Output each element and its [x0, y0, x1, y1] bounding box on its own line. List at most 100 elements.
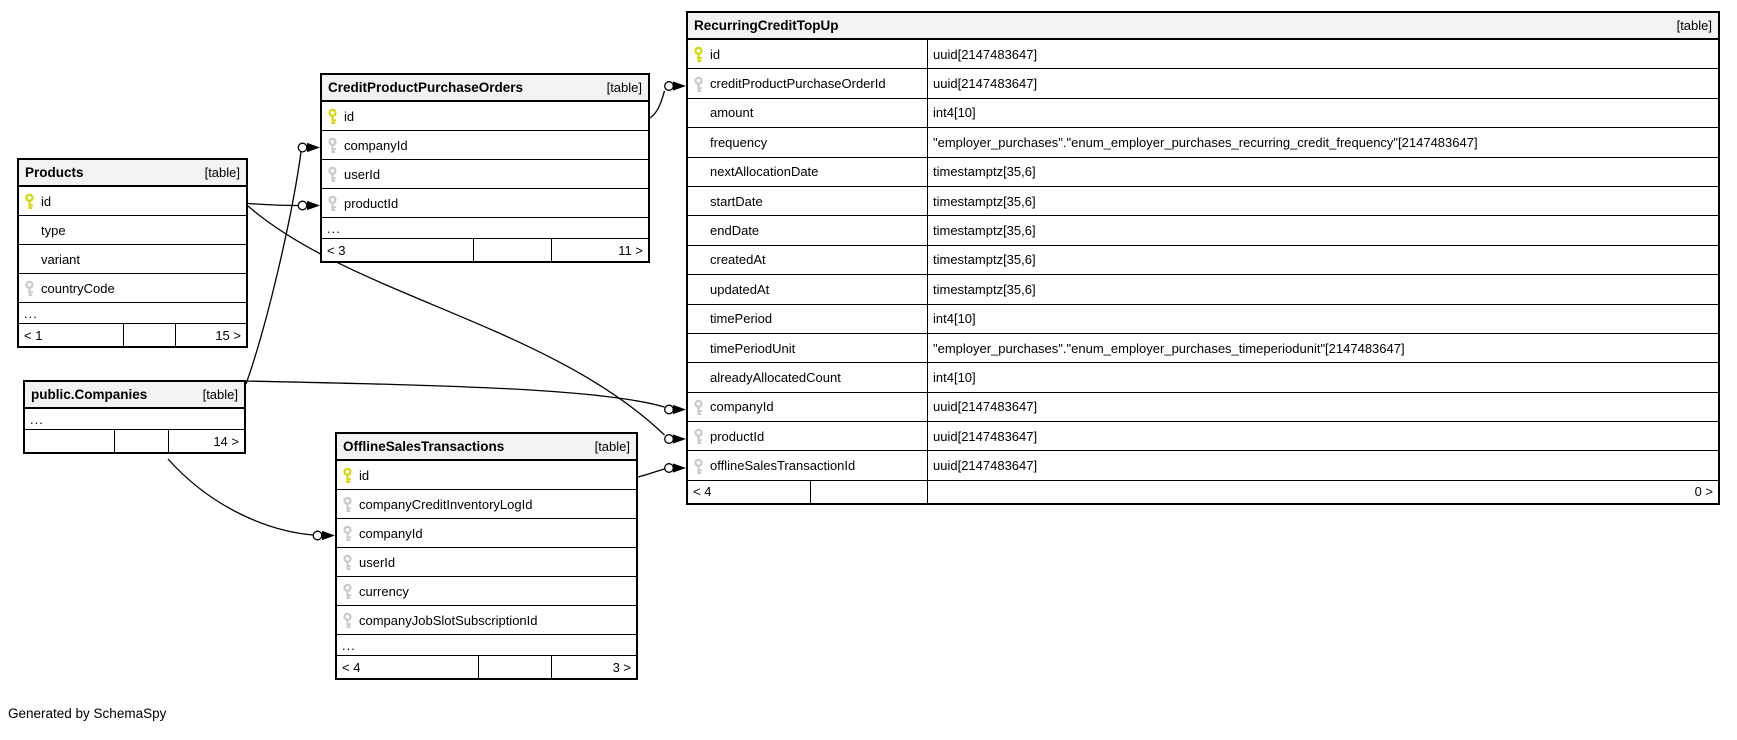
column-type: uuid[2147483647] — [933, 76, 1038, 92]
arrowhead-icon — [307, 200, 320, 211]
column-type: timestamptz[35,6] — [933, 252, 1036, 268]
column-name: userId — [337, 548, 636, 576]
column-type: int4[10] — [933, 369, 976, 385]
arrowhead-icon — [673, 404, 686, 415]
table-header: Products [table] — [19, 160, 246, 187]
column-name-text: type — [41, 222, 66, 238]
column-name-text: countryCode — [41, 280, 115, 296]
column-type: "employer_purchases"."enum_employer_purc… — [933, 134, 1478, 150]
table-type-badge: [table] — [204, 165, 240, 180]
table-title: public.Companies — [31, 387, 148, 402]
column-row-id: id — [322, 102, 648, 131]
relationship-line — [247, 202, 299, 207]
foreign-key-icon — [343, 583, 352, 599]
footer-child-count: 11 > — [618, 242, 643, 258]
more-columns-ellipsis: ... — [322, 218, 648, 239]
foreign-key-icon — [343, 496, 352, 512]
relationship-line — [167, 458, 314, 536]
column-name: offlineSalesTransactionId — [688, 451, 928, 480]
arrowhead-icon — [307, 142, 320, 153]
column-type: uuid[2147483647] — [933, 458, 1038, 474]
column-type: "employer_purchases"."enum_employer_purc… — [933, 340, 1405, 356]
table-title: OfflineSalesTransactions — [343, 439, 505, 454]
column-row-variant: variant — [19, 245, 246, 274]
table-title: Products — [25, 165, 84, 180]
column-name-text: companyId — [359, 525, 423, 541]
column-type: int4[10] — [933, 105, 976, 121]
column-name: timePeriod — [688, 304, 928, 333]
foreign-key-icon — [25, 280, 34, 296]
footer-parent-count: < 1 — [19, 324, 124, 346]
cardinality-circle-icon — [664, 434, 674, 444]
column-name-text: userId — [359, 554, 396, 570]
column-row-type: type — [19, 216, 246, 245]
relationship-edge — [245, 142, 320, 385]
column-name: companyId — [688, 392, 928, 422]
foreign-key-icon — [343, 612, 352, 628]
column-name: alreadyAllocatedCount — [688, 363, 928, 392]
relationship-edge — [637, 463, 686, 478]
column-type: uuid[2147483647] — [933, 428, 1038, 444]
column-row-companyId: companyId — [337, 519, 636, 548]
column-type: timestamptz[35,6] — [933, 193, 1036, 209]
column-row-companyId: companyId uuid[2147483647] — [688, 392, 1718, 423]
column-name-text: currency — [359, 583, 409, 599]
generated-by-note: Generated by SchemaSpy — [8, 706, 167, 721]
column-name: id — [322, 102, 648, 130]
column-name-text: creditProductPurchaseOrderId — [710, 76, 886, 92]
relationship-line — [245, 151, 302, 385]
column-name: type — [19, 216, 246, 244]
footer-spacer-cell — [124, 324, 176, 346]
column-row-creditProductPurchaseOrderId: creditProductPurchaseOrderId uuid[2147483… — [688, 69, 1718, 99]
table-Products[interactable]: Products [table] id type variant countryCode.… — [17, 158, 248, 348]
column-type: timestamptz[35,6] — [933, 223, 1036, 239]
cardinality-circle-icon — [664, 404, 674, 415]
column-name-text: timePeriod — [710, 311, 773, 327]
foreign-key-icon — [343, 554, 352, 570]
footer-spacer-cell — [474, 239, 552, 261]
relationship-line — [649, 90, 666, 119]
column-name-text: nextAllocationDate — [710, 164, 819, 180]
column-name-text: offlineSalesTransactionId — [710, 458, 856, 474]
column-row-id: id — [337, 461, 636, 490]
footer-spacer-cell — [115, 430, 169, 452]
relationship-edge — [245, 380, 686, 415]
column-name: countryCode — [19, 274, 246, 302]
column-type: uuid[2147483647] — [933, 399, 1038, 415]
table-type-badge: [table] — [1676, 18, 1712, 33]
more-columns-ellipsis: ... — [337, 635, 636, 656]
table-footer: 14 > — [25, 430, 244, 452]
column-name: startDate — [688, 186, 928, 216]
column-name-text: id — [344, 108, 355, 124]
table-type-badge: [table] — [606, 80, 642, 95]
table-public.Companies[interactable]: public.Companies [table]...14 > — [23, 380, 246, 454]
table-header: public.Companies [table] — [25, 382, 244, 409]
foreign-key-icon — [694, 399, 703, 415]
table-header: RecurringCreditTopUp[table] — [688, 13, 1718, 40]
more-columns-ellipsis: ... — [25, 409, 244, 430]
relationship-edge — [247, 200, 320, 211]
column-name: companyCreditInventoryLogId — [337, 490, 636, 518]
column-name: id — [19, 187, 246, 215]
arrowhead-icon — [673, 434, 686, 444]
column-name-text: amount — [710, 105, 754, 121]
cardinality-circle-icon — [664, 463, 674, 473]
cardinality-circle-icon — [312, 530, 323, 541]
table-type-badge: [table] — [202, 387, 238, 402]
footer-parent-count — [25, 430, 115, 452]
relationship-line — [637, 468, 665, 478]
column-type: uuid[2147483647] — [933, 46, 1038, 62]
foreign-key-icon — [328, 137, 337, 153]
more-columns-ellipsis: ... — [19, 303, 246, 324]
